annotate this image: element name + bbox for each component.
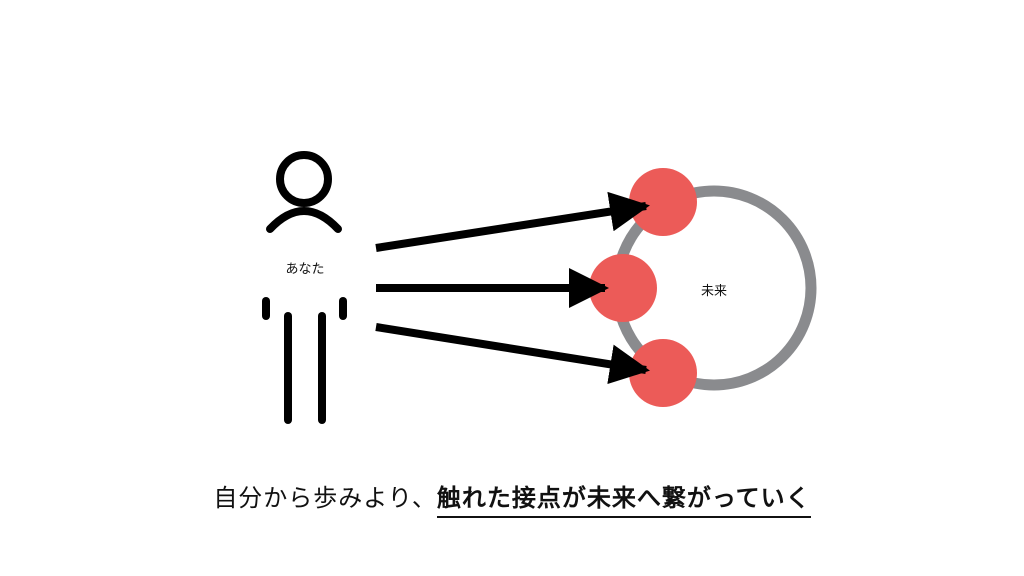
arrow-top bbox=[375, 191, 650, 252]
caption-emphasis: 触れた接点が未来へ繋がっていく bbox=[436, 484, 811, 518]
caption: 自分から歩みより、触れた接点が未来へ繋がっていく bbox=[0, 478, 1024, 518]
caption-plain: 自分から歩みより、 bbox=[213, 484, 437, 512]
arrows bbox=[375, 191, 650, 385]
person-icon bbox=[262, 151, 347, 424]
person-head bbox=[276, 151, 332, 207]
touchpoint-bottom bbox=[629, 339, 697, 407]
arrow-bottom bbox=[375, 323, 650, 385]
person-label: あなた bbox=[285, 262, 324, 277]
touchpoint-top bbox=[629, 168, 697, 236]
future-label: 未来 bbox=[701, 284, 727, 299]
person-shoulders bbox=[266, 207, 342, 233]
